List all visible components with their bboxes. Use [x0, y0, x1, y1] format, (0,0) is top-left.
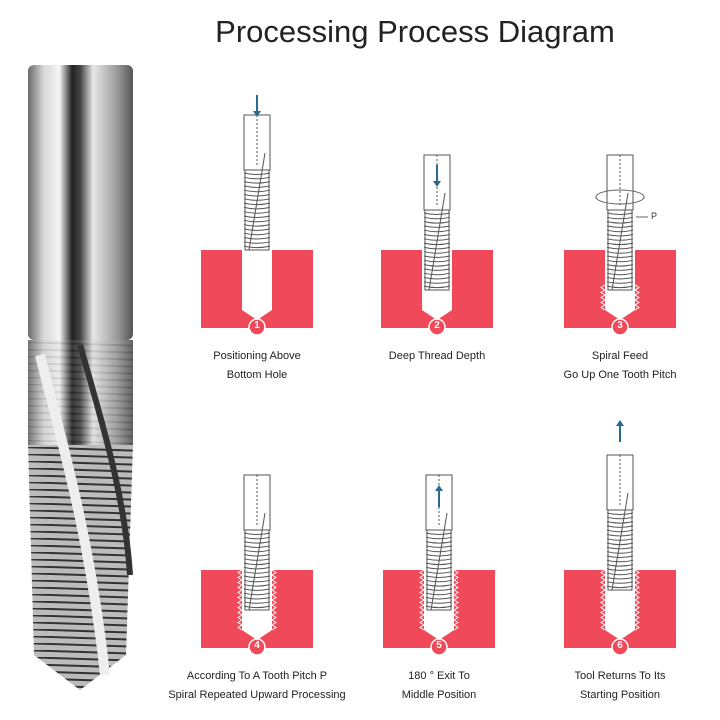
thread-mark — [600, 609, 640, 616]
step-caption: Deep Thread Depth — [317, 347, 557, 366]
thread-mark — [237, 619, 277, 626]
workpiece — [381, 250, 493, 328]
thread-mark — [419, 614, 459, 621]
thread-mark — [419, 604, 459, 611]
tool-icon — [423, 154, 451, 291]
step-diagram — [381, 154, 493, 336]
step-5: 5 — [349, 415, 529, 656]
caption-line: Positioning Above — [213, 350, 301, 362]
arrow-down-icon — [433, 165, 441, 187]
step-diagram — [564, 154, 676, 336]
tool-icon — [243, 114, 271, 251]
thread-mark — [237, 574, 277, 581]
arrow-up-icon — [435, 485, 443, 507]
step-2: 2 — [347, 95, 527, 336]
workpiece — [564, 250, 676, 328]
thread-mark — [600, 599, 640, 606]
thread-mark — [237, 569, 277, 576]
thread-mark — [237, 594, 277, 601]
step-number: 1 — [254, 320, 260, 331]
thread-mark — [419, 609, 459, 616]
thread-mark — [237, 609, 277, 616]
caption-line: Middle Position — [401, 689, 477, 701]
thread-mill-tool-image — [28, 65, 133, 690]
thread-mark — [600, 304, 640, 311]
thread-mark — [419, 619, 459, 626]
step-caption: Spiral Feed Go Up One Tooth Pitch — [500, 347, 720, 385]
tool-icon — [243, 474, 271, 611]
caption-line: Go Up One Tooth Pitch — [563, 369, 677, 381]
page-title: Processing Process Diagram — [215, 14, 615, 49]
tool-icon — [606, 154, 634, 291]
thread-mark — [600, 284, 640, 291]
workpiece — [383, 570, 495, 648]
spiral-arrow-icon — [595, 189, 645, 205]
step-number: 3 — [617, 320, 623, 331]
thread-mark — [600, 594, 640, 601]
step-1: 1 — [167, 95, 347, 336]
thread-mark — [419, 599, 459, 606]
caption-line: Spiral Repeated Upward Processing — [168, 689, 346, 701]
thread-mark — [237, 624, 277, 631]
thread-mark — [419, 584, 459, 591]
thread-mark — [237, 584, 277, 591]
step-6: 6 — [530, 415, 710, 656]
thread-mark — [600, 574, 640, 581]
step-4: 4 — [167, 415, 347, 656]
step-diagram — [201, 474, 313, 656]
workpiece — [201, 250, 313, 328]
thread-mark — [419, 624, 459, 631]
thread-mark — [600, 604, 640, 611]
thread-mark — [600, 289, 640, 296]
thread-mark — [600, 569, 640, 576]
caption-line: Deep Thread Depth — [388, 350, 486, 362]
caption-line: 180 ° Exit To — [408, 670, 470, 682]
step-diagram — [201, 95, 313, 336]
step-caption: According To A Tooth Pitch P Spiral Repea… — [137, 667, 377, 705]
thread-mark — [419, 579, 459, 586]
thread-mark — [237, 579, 277, 586]
thread-mark — [419, 574, 459, 581]
thread-mark — [600, 584, 640, 591]
arrow-up-icon — [616, 420, 624, 442]
step-number: 5 — [436, 640, 442, 651]
caption-line: Spiral Feed — [591, 350, 649, 362]
thread-mark — [600, 619, 640, 626]
caption-line: According To A Tooth Pitch P — [186, 670, 328, 682]
workpiece — [564, 570, 676, 648]
thread-mark — [237, 604, 277, 611]
thread-mark — [600, 589, 640, 596]
thread-mark — [419, 589, 459, 596]
pitch-label: P — [651, 211, 658, 221]
step-caption: 180 ° Exit To Middle Position — [319, 667, 559, 705]
thread-mark — [237, 614, 277, 621]
step-diagram — [564, 420, 676, 656]
step-number: 2 — [434, 320, 440, 331]
caption-line: Bottom Hole — [226, 369, 288, 381]
step-number: 4 — [254, 640, 260, 651]
arrow-down-icon — [253, 95, 261, 117]
step-number: 6 — [617, 640, 623, 651]
workpiece — [201, 570, 313, 648]
thread-mark — [600, 614, 640, 621]
tool-icon — [606, 454, 634, 591]
thread-mark — [600, 299, 640, 306]
thread-mark — [237, 599, 277, 606]
caption-line: Tool Returns To Its — [574, 670, 666, 682]
thread-mark — [419, 594, 459, 601]
thread-mark — [600, 624, 640, 631]
thread-mark — [419, 569, 459, 576]
thread-mark — [600, 579, 640, 586]
step-diagram — [383, 474, 495, 656]
thread-mark — [237, 589, 277, 596]
caption-line: Starting Position — [579, 689, 661, 701]
thread-mark — [600, 294, 640, 301]
